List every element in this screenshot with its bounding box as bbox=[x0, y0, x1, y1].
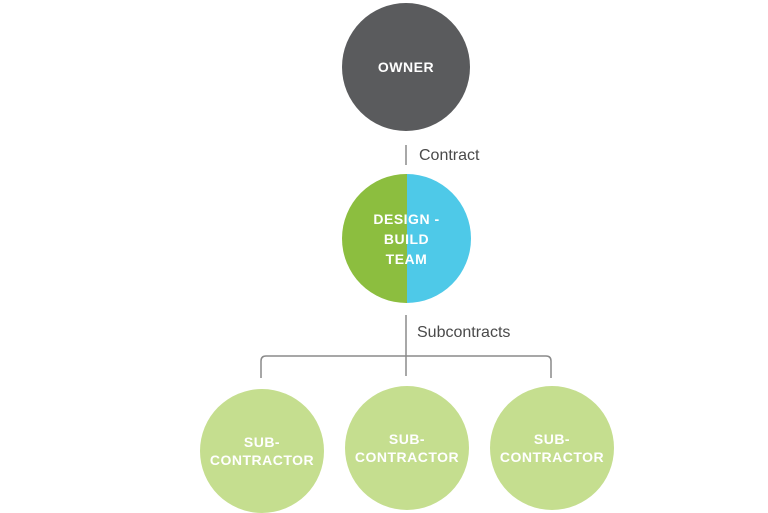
build-half bbox=[406, 174, 471, 303]
subcontractor-label-line: SUB- bbox=[388, 431, 426, 447]
subcontracts-bracket bbox=[260, 355, 552, 378]
contract-label: Contract bbox=[419, 147, 480, 164]
subcontractor-label-line: CONTRACTOR bbox=[354, 449, 460, 465]
design-build-team-label: DESIGN - BUILD TEAM bbox=[367, 209, 447, 269]
subcontractor-node: SUB- CONTRACTOR bbox=[490, 386, 614, 510]
owner-label: OWNER bbox=[377, 59, 435, 75]
design-build-team-node: DESIGN - BUILD TEAM bbox=[342, 174, 471, 303]
design-build-label-line: BUILD bbox=[383, 230, 430, 247]
subcontractor-label-line: CONTRACTOR bbox=[209, 452, 315, 468]
subcontractor-node: SUB- CONTRACTOR bbox=[345, 386, 469, 510]
subcontractor-label-line: SUB- bbox=[243, 434, 281, 450]
subcontracts-label: Subcontracts bbox=[417, 324, 511, 341]
subcontractor-label: SUB- CONTRACTOR bbox=[497, 430, 607, 466]
subcontractor-label: SUB- CONTRACTOR bbox=[207, 433, 317, 469]
design-build-label-line: DESIGN - bbox=[373, 210, 440, 227]
subcontractor-label-line: SUB- bbox=[533, 431, 571, 447]
subcontractor-node: SUB- CONTRACTOR bbox=[200, 389, 324, 513]
subcontractor-label-line: CONTRACTOR bbox=[499, 449, 605, 465]
design-half bbox=[342, 174, 407, 303]
owner-node: OWNER bbox=[342, 3, 470, 131]
design-build-label-line: TEAM bbox=[385, 250, 428, 267]
subcontractor-label: SUB- CONTRACTOR bbox=[352, 430, 462, 466]
